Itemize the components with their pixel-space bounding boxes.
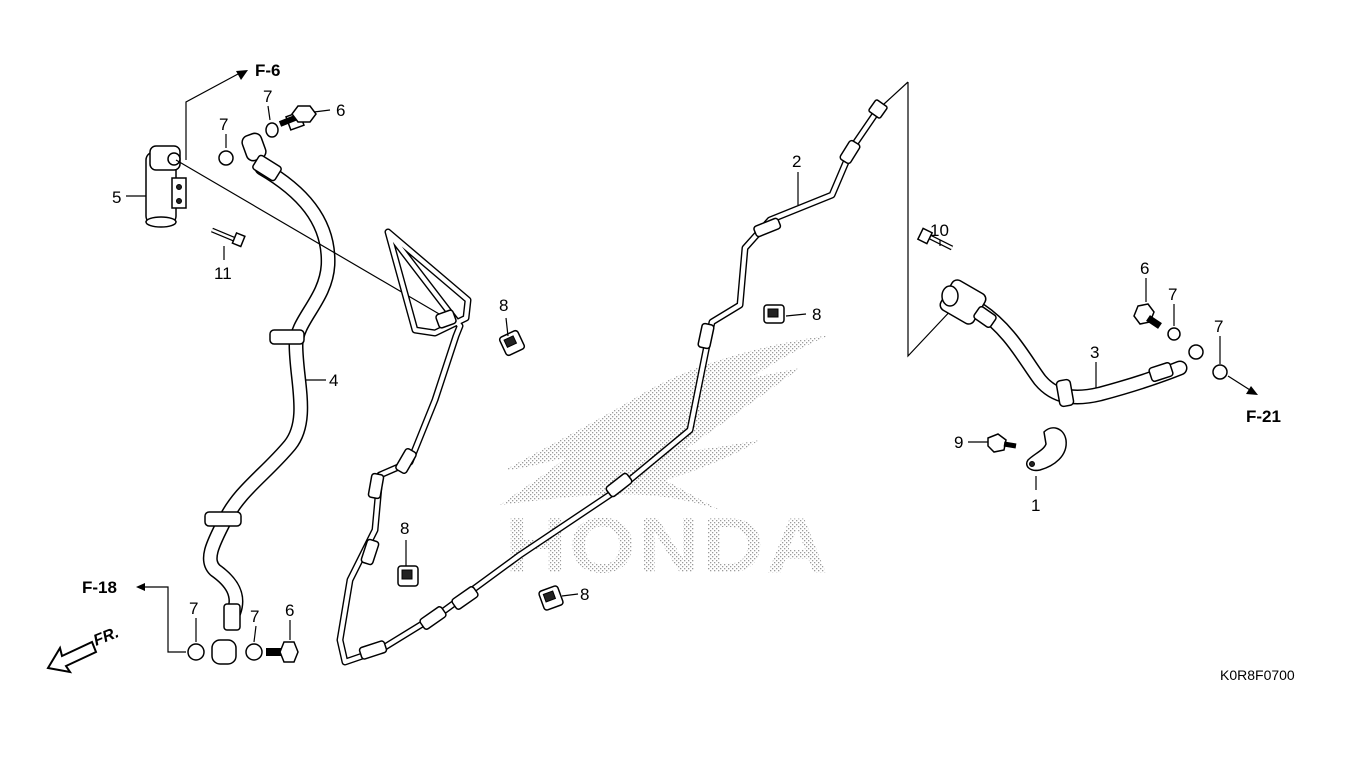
brake-hose-part-3 <box>939 279 1204 408</box>
brake-hose-part-4 <box>202 154 336 631</box>
callout-7a: 7 <box>219 115 228 134</box>
callout-11: 11 <box>214 264 232 283</box>
f21-reference: F-21 <box>1227 375 1281 426</box>
callout-4: 4 <box>329 371 338 390</box>
watermark-text: HONDA <box>505 501 830 589</box>
right-fittings <box>1133 303 1228 380</box>
callout-9: 9 <box>954 433 963 452</box>
callout-6a: 6 <box>336 101 345 120</box>
callout-8b: 8 <box>812 305 821 324</box>
callout-7e: 7 <box>1168 285 1177 304</box>
callout-10: 10 <box>930 221 949 240</box>
f6-reference: F-6 <box>185 61 281 160</box>
joint-part-5 <box>145 145 187 228</box>
callout-6b: 6 <box>285 601 294 620</box>
right-bracket-lines <box>907 82 956 358</box>
callout-8a: 8 <box>499 296 508 315</box>
honda-wing-watermark: HONDA <box>500 335 830 589</box>
leader-lines <box>126 105 1221 643</box>
f18-reference: F-18 <box>82 578 186 653</box>
brake-pipe-part-2 <box>336 99 888 666</box>
f21-label: F-21 <box>1246 407 1281 426</box>
f18-label: F-18 <box>82 578 117 597</box>
callout-3: 3 <box>1090 343 1099 362</box>
callout-2: 2 <box>792 152 801 171</box>
front-direction-arrow: FR. <box>46 624 121 674</box>
front-label: FR. <box>91 624 121 649</box>
callout-numbers: 5 7 7 6 11 4 2 8 8 8 8 7 7 6 10 6 7 7 3 … <box>112 87 1223 626</box>
lower-left-fittings <box>187 639 299 665</box>
callout-7f: 7 <box>1214 317 1223 336</box>
callout-7b: 7 <box>263 87 272 106</box>
callout-5: 5 <box>112 188 121 207</box>
f6-label: F-6 <box>255 61 281 80</box>
diagram-code: K0R8F0700 <box>1220 667 1295 683</box>
callout-7c: 7 <box>189 599 198 618</box>
clamp-part-1 <box>1026 427 1067 472</box>
callout-8c: 8 <box>400 519 409 538</box>
callout-6c: 6 <box>1140 259 1149 278</box>
bolt-part-11 <box>211 227 246 248</box>
callout-8d: 8 <box>580 585 589 604</box>
upper-left-fittings <box>218 105 317 166</box>
callout-7d: 7 <box>250 607 259 626</box>
callout-1: 1 <box>1031 496 1040 515</box>
bolt-part-9 <box>987 433 1017 453</box>
